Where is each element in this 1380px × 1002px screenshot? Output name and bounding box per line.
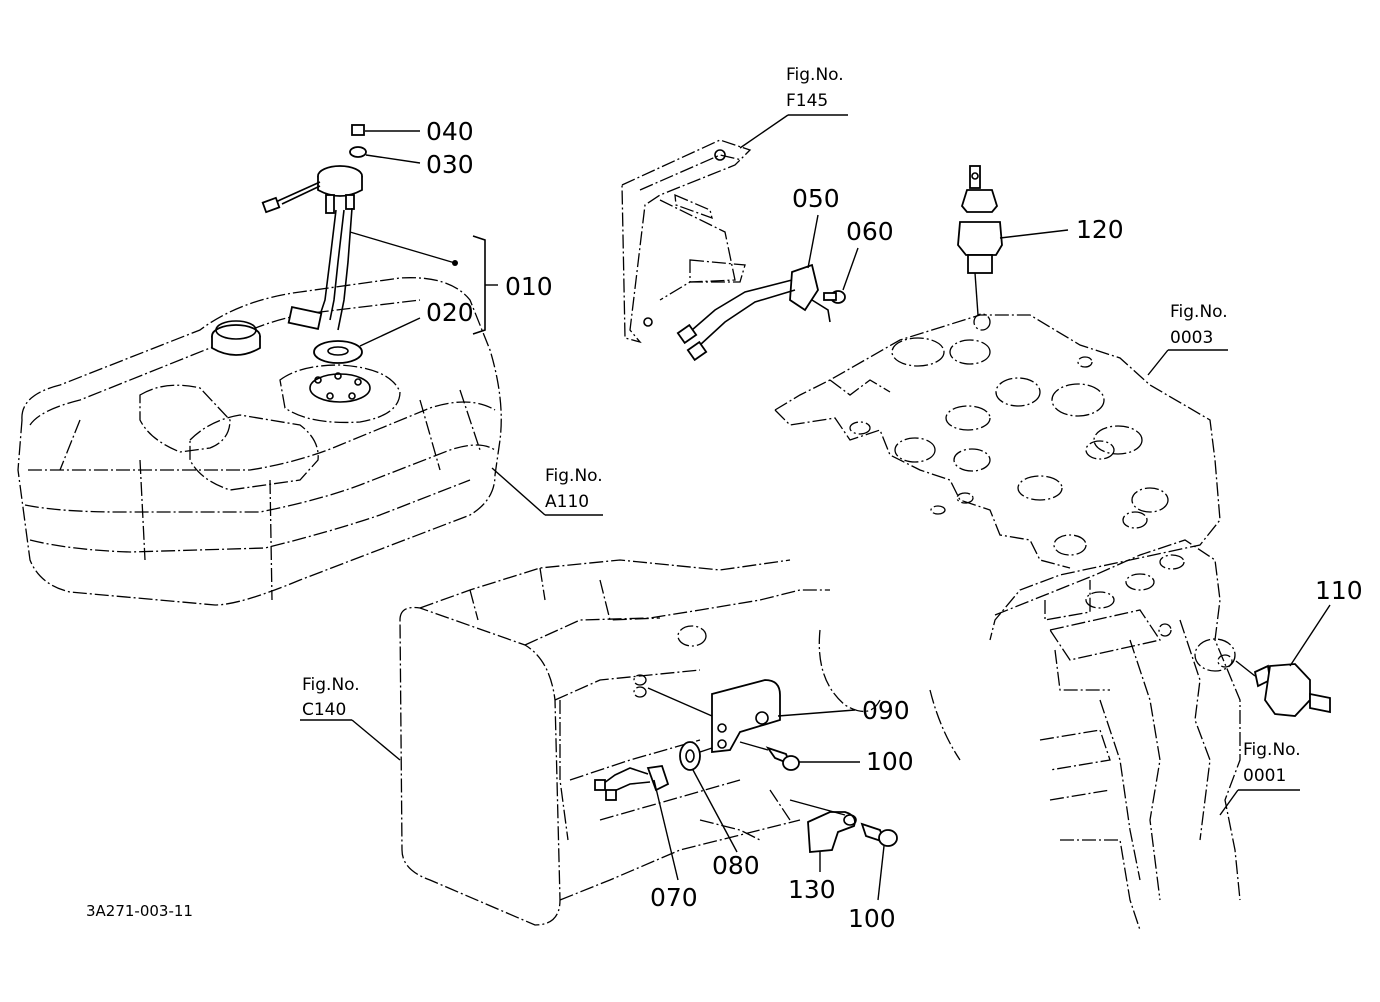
clamp-130-and-bolt-100 bbox=[789, 799, 898, 901]
drawing-code: 3A271-003-11 bbox=[86, 902, 193, 920]
bracket-090 bbox=[647, 679, 860, 771]
fig-ref-0003-line2: 0003 bbox=[1170, 328, 1213, 348]
part-label-060: 060 bbox=[846, 217, 894, 246]
bracket-assembly bbox=[621, 114, 859, 362]
fig-ref-0001-line2: 0001 bbox=[1243, 766, 1286, 786]
part-label-040: 040 bbox=[426, 117, 474, 146]
part-label-090: 090 bbox=[862, 696, 910, 725]
part-label-130: 130 bbox=[788, 875, 836, 904]
transmission-case bbox=[300, 559, 961, 926]
fig-ref-f145-line2: F145 bbox=[786, 91, 828, 111]
cylinder-head bbox=[774, 313, 1228, 641]
fig-ref-a110-line1: Fig.No. bbox=[545, 466, 603, 486]
engine-block bbox=[994, 539, 1300, 931]
fig-ref-c140-line1: Fig.No. bbox=[302, 675, 360, 695]
fig-ref-0001-line1: Fig.No. bbox=[1243, 740, 1301, 760]
figure-references: Fig.No. F145 Fig.No. 0003 Fig.No. A110 F… bbox=[302, 65, 1301, 786]
oil-pressure-switch-110 bbox=[1235, 604, 1331, 717]
fig-ref-f145-line1: Fig.No. bbox=[786, 65, 844, 85]
temperature-sensor-120 bbox=[957, 165, 1069, 316]
part-label-010: 010 bbox=[505, 272, 553, 301]
part-label-030: 030 bbox=[426, 150, 474, 179]
part-label-100-lower: 100 bbox=[848, 904, 896, 933]
part-label-110: 110 bbox=[1315, 576, 1363, 605]
part-label-080: 080 bbox=[712, 851, 760, 880]
fig-ref-0003-line1: Fig.No. bbox=[1170, 302, 1228, 322]
fig-ref-c140-line2: C140 bbox=[302, 700, 346, 720]
part-label-050: 050 bbox=[792, 184, 840, 213]
switch-070-and-washer-080 bbox=[594, 741, 738, 881]
fuel-sender-unit bbox=[261, 124, 498, 364]
part-label-070: 070 bbox=[650, 883, 698, 912]
part-labels: 040 030 010 020 050 060 120 110 090 100 … bbox=[426, 117, 1363, 933]
part-label-120: 120 bbox=[1076, 215, 1124, 244]
part-label-100-upper: 100 bbox=[866, 747, 914, 776]
part-label-020: 020 bbox=[426, 298, 474, 327]
fig-ref-a110-line2: A110 bbox=[545, 492, 589, 512]
